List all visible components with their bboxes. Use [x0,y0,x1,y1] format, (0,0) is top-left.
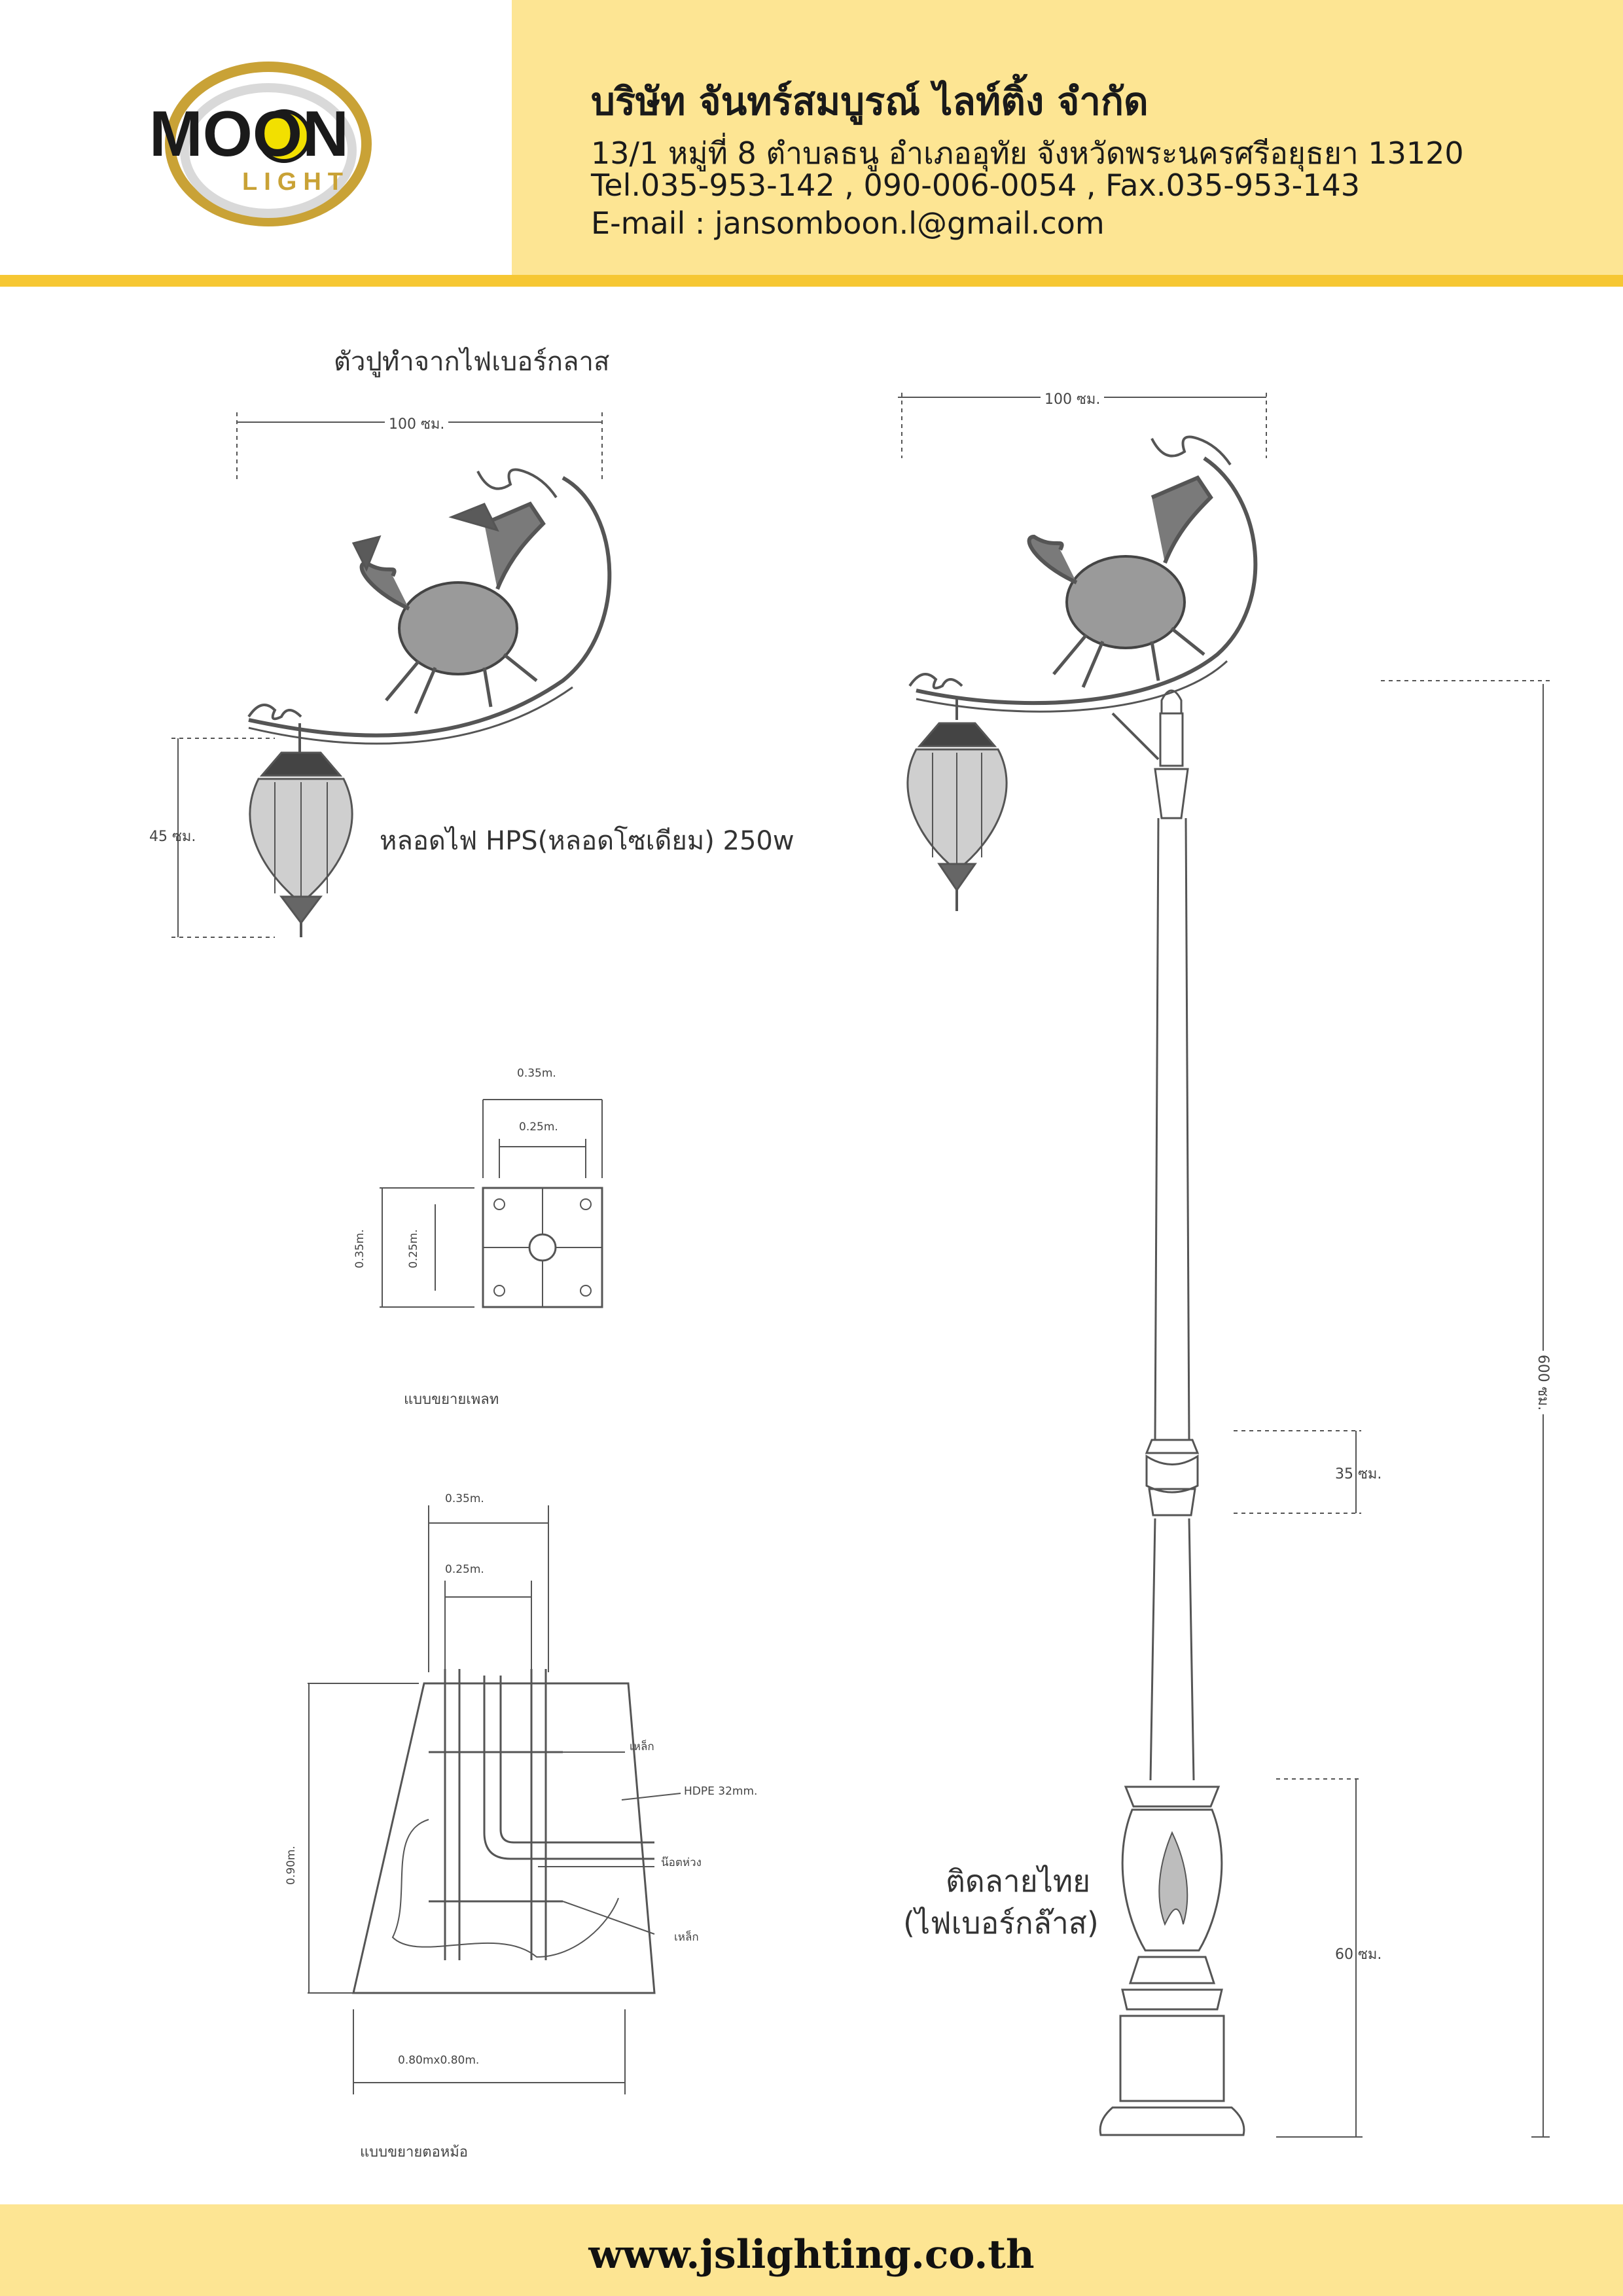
foundation-base-dim: 0.80mx0.80m. [398,2054,480,2067]
foundation-height-dim: 0.90m. [284,1846,298,1885]
plate-caption: แบบขยายเพลท [404,1391,499,1408]
foundation-caption: แบบขยายตอหม้อ [360,2144,468,2161]
note-steel-1: เหล็ก [630,1740,654,1753]
header-divider [0,275,1623,287]
plate-inner-height-dim: 0.25m. [406,1229,420,1268]
plate-detail-drawing [380,1099,603,1308]
note-steel-2: เหล็ก [674,1931,699,1944]
foundation-detail-drawing [308,1505,681,2094]
company-address: 13/1 หมู่ที่ 8 ตำบลธนู อำเภออุทัย จังหวั… [591,135,1464,171]
pole-base-label-1: ติดลายไทย [946,1863,1091,1899]
pole-drawing [898,393,1550,2138]
bulb-label: หลอดไฟ HPS(หลอดโซเดียม) 250w [380,826,794,856]
lamp-width-dim: 100 ซม. [385,412,449,435]
plate-outer-width-dim: 0.35m. [517,1067,556,1080]
note-hdpe: HDPE 32mm. [684,1785,758,1798]
header: MOON LIGHT บริษัท จันทร์สมบูรณ์ ไลท์ติ้ง… [0,0,1623,275]
pole-total-height-dim: 600 ซม. [1532,1350,1556,1415]
header-band [512,0,1623,275]
logo-text-light: LIGHT [242,168,349,196]
lamp-material-label: ตัวปูทำจากไฟเบอร์กลาส [334,347,610,377]
moon-light-logo: MOON LIGHT [149,62,372,226]
website-url[interactable]: www.jslighting.co.th [588,2232,1035,2278]
logo-text-moon: MOON [149,98,349,170]
company-email[interactable]: E-mail : jansomboon.l@gmail.com [591,206,1105,241]
pole-base-dim: 60 ซม. [1335,1946,1382,1963]
pole-collar-dim: 35 ซม. [1335,1466,1382,1482]
company-phone: Tel.035-953-142 , 090-006-0054 , Fax.035… [591,168,1361,203]
lamp-height-dim: 45 ซม. [149,829,196,845]
note-nut: น๊อตห่วง [661,1856,702,1869]
footer: www.jslighting.co.th [0,2204,1623,2296]
plate-inner-width-dim: 0.25m. [519,1121,558,1134]
lamp-detail-drawing [171,412,612,938]
pole-width-dim: 100 ซม. [1041,387,1105,410]
company-name: บริษัท จันทร์สมบูรณ์ ไลท์ติ้ง จำกัด [591,79,1149,124]
foundation-outer-width-dim: 0.35m. [445,1492,484,1505]
plate-outer-height-dim: 0.35m. [353,1229,366,1268]
foundation-inner-width-dim: 0.25m. [445,1563,484,1576]
pole-base-label-2: (ไฟเบอร์กล๊าส) [903,1905,1099,1941]
